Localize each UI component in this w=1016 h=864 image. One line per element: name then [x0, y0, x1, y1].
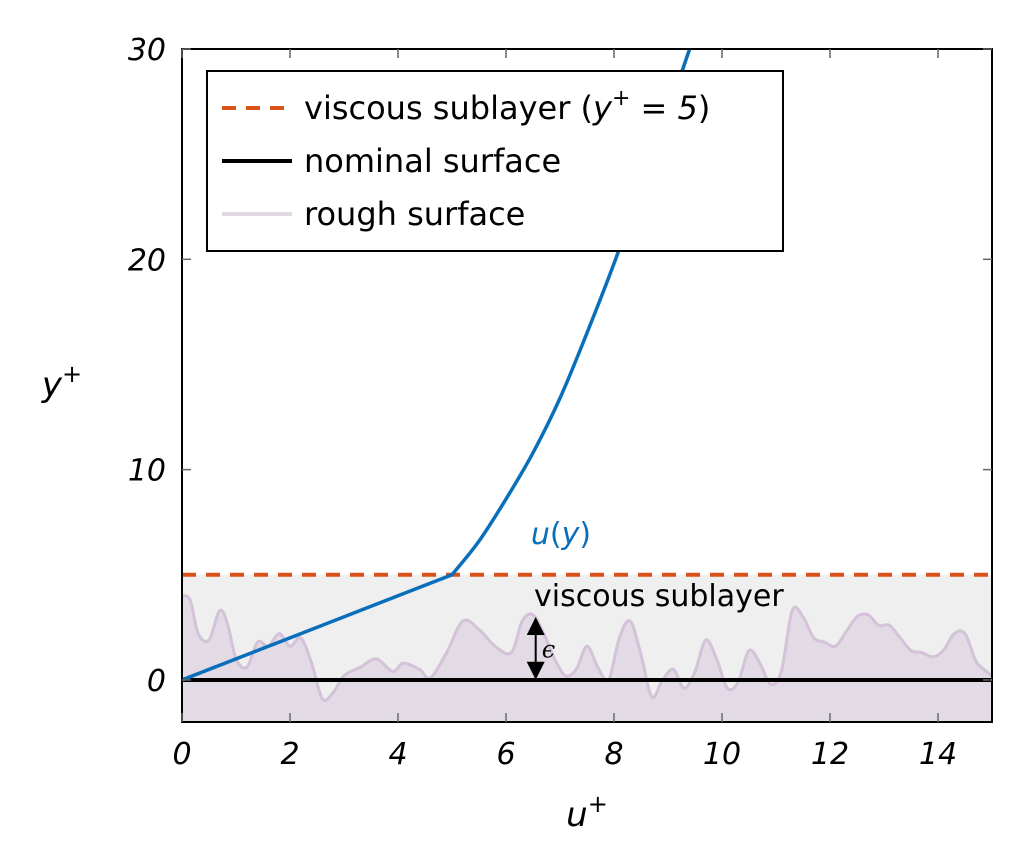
epsilon-label: ϵ — [542, 635, 555, 663]
x-tick-label-4: 8 — [604, 737, 623, 772]
axis-tick-labels: 0 2 4 6 8 10 12 14 0 10 20 30 — [128, 33, 957, 772]
axis-ticks — [181, 48, 992, 722]
x-axis-label: u+ — [566, 790, 608, 835]
y-tick-label-1: 10 — [128, 454, 166, 489]
legend-label-sublayer: viscous sublayer (y+ = 5) — [304, 86, 710, 127]
y-tick-label-2: 20 — [128, 243, 166, 278]
x-tick-label-1: 2 — [280, 737, 299, 772]
legend-label-nominal: nominal surface — [304, 142, 561, 180]
legend-box — [206, 70, 784, 252]
legend: viscous sublayer (y+ = 5) nominal surfac… — [206, 70, 784, 252]
x-tick-label-2: 4 — [388, 737, 407, 772]
x-tick-label-5: 10 — [703, 737, 741, 772]
x-tick-label-0: 0 — [172, 737, 191, 772]
x-tick-label-3: 6 — [496, 737, 515, 772]
y-tick-label-0: 0 — [147, 664, 166, 699]
viscous-sublayer-annotation: viscous sublayer — [534, 579, 784, 614]
x-tick-label-6: 12 — [811, 737, 849, 772]
velocity-curve-label: u(y) — [531, 517, 591, 552]
legend-label-rough: rough surface — [304, 195, 525, 233]
x-tick-label-7: 14 — [919, 737, 957, 772]
plot-frame — [181, 48, 993, 723]
y-axis-label: y+ — [41, 360, 82, 405]
y-tick-label-3: 30 — [128, 33, 166, 68]
